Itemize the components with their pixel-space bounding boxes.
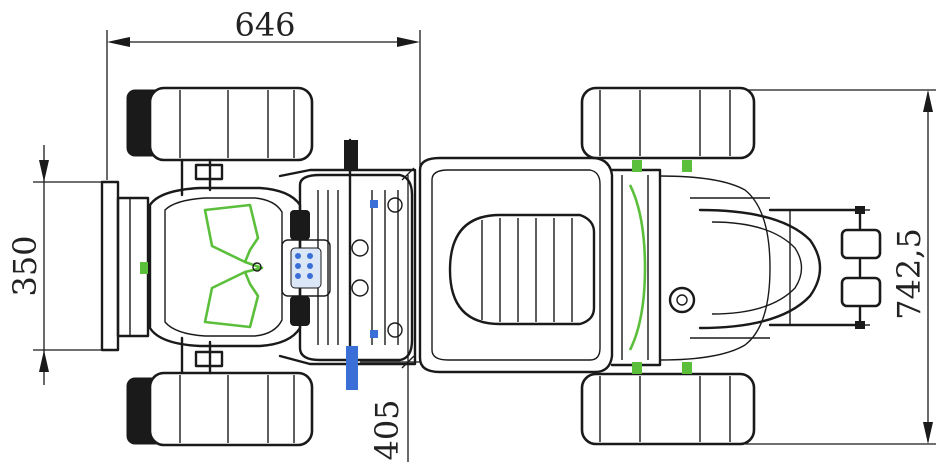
rear-hitch xyxy=(768,206,882,329)
rear-right-tire xyxy=(580,372,756,446)
dimension-top-label: 646 xyxy=(234,6,295,44)
front-bumper xyxy=(100,180,150,352)
dimension-right: 742,5 xyxy=(745,89,936,445)
rear-axle xyxy=(610,160,822,374)
dimension-right-label: 742,5 xyxy=(890,228,928,320)
front-left-tire xyxy=(126,86,314,162)
dimension-bottom-label: 405 xyxy=(368,399,406,460)
front-axle xyxy=(180,158,224,375)
engine-bay xyxy=(278,138,417,390)
rear-left-tire xyxy=(580,86,756,160)
dimension-left-label: 350 xyxy=(6,235,44,296)
dimension-top: 646 xyxy=(106,6,421,180)
dimension-bottom: 405 xyxy=(360,167,420,462)
hood xyxy=(148,186,302,348)
dimension-left: 350 xyxy=(6,145,110,385)
seat-deck xyxy=(418,156,614,374)
front-right-tire xyxy=(126,371,314,447)
